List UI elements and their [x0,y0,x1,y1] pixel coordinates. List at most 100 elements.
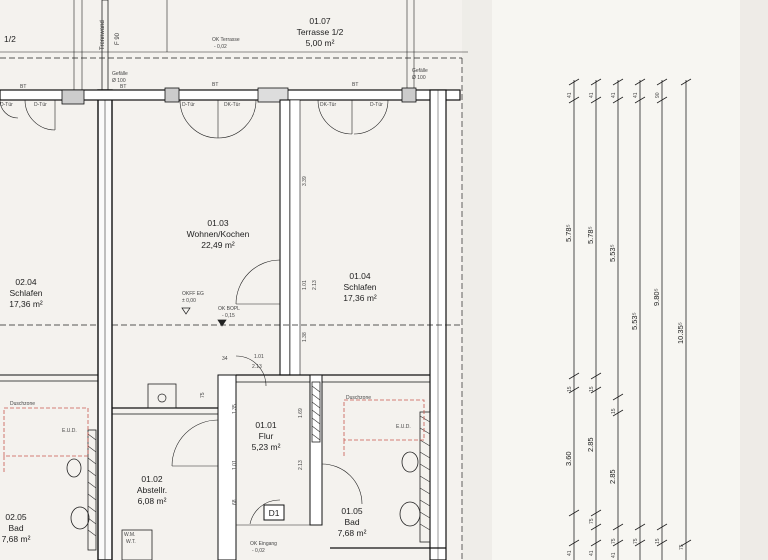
ok-bopl-label: OK BOPL [218,306,240,312]
room-0105-name: Bad [344,517,359,527]
dim-c1-bottom: 41 [567,550,573,556]
level-markers: OKFF EG ± 0,00 OK BOPL - 0,15 OK Eingang… [10,291,411,554]
room-0102-number: 01.02 [141,474,163,484]
dim-c3-mid2: 15 [611,408,617,414]
dim-c2-b2: 41 [589,550,595,556]
room-0104-area: 17,36 m² [343,293,377,303]
wt-label: W.T. [126,539,136,545]
room-0105-area: 7,68 m² [338,528,367,538]
ok-terrasse-val: - 0,02 [214,44,227,50]
dim-c2-mid2: 15 [589,386,595,392]
wall-dim-138: 1.38 [302,332,308,342]
duschzone-right: Duschzone [346,395,371,401]
wall-dim-213b: 2.13 [252,364,262,370]
dim-c3-top: 41 [611,92,617,98]
dim-c3-bottom: 75 [611,538,617,544]
room-0205-number: 02.05 [5,512,27,522]
wall-dim-169: 1.69 [298,408,304,418]
okff-eg-val: ± 0,00 [182,298,196,304]
room-0101-name: Flur [259,431,274,441]
ok-terrasse-label: OK Terrasse [212,37,240,43]
room-0103-name: Wohnen/Kochen [187,229,250,239]
wall-dim-101a: 1.01 [302,280,308,290]
eud-right: E.U.D. [396,424,411,430]
gefaelle-right-val: Ø 100 [412,75,426,81]
dim-c1-mid2: 15 [567,386,573,392]
paper-right [470,0,768,560]
f90-label: F 90 [115,32,121,45]
dim-c2-mid: 5.78⁵ [586,226,595,244]
wall-dim-34: 34 [222,356,228,362]
wall-dim-101b: 1.01 [254,354,264,360]
room-0205-area: 7,68 m² [2,534,31,544]
room-labels: 1/2 01.07 Terrasse 1/2 5,00 m² 01.03 Woh… [2,16,377,544]
room-0103-number: 01.03 [207,218,229,228]
d-tuer-label-4: D-Tür [370,102,383,108]
hatching [87,385,431,537]
terrace-area [0,0,468,560]
ok-eingang-label: OK Eingang [250,541,277,547]
room-0204-area: 17,36 m² [9,299,43,309]
edge-shade [740,0,768,560]
dk-tuer-label-2: DK-Tür [320,102,336,108]
dim-c2-lower: 2.85 [586,437,595,452]
wall-dimensions: 3.39 1.01 2.13 1.38 34 1.01 2.13 75 1.35… [200,176,318,505]
room-0204-number: 02.04 [15,277,37,287]
wall-dim-135: 1.35 [232,404,238,414]
duschzone-left: Duschzone [10,401,35,407]
wall-dim-339: 3.39 [302,176,308,186]
wall-dim-101c: 1.01 [232,460,238,470]
bt-label-2: BT [120,84,126,90]
room-0105-number: 01.05 [341,506,363,516]
dim-c1-top: 41 [567,92,573,98]
room-0204-name: Schlafen [9,288,42,298]
trennwand-label: Trennwand [100,20,106,50]
room-0102-area: 6,08 m² [138,496,167,506]
dim-c2-bottom: 75 [589,518,595,524]
dim-c2-top: 41 [589,92,595,98]
wall-dim-213a: 2.13 [312,280,318,290]
terrace-doors [0,99,389,139]
dim-c4-bottom: 75 [633,538,639,544]
eud-left: E.U.D. [62,428,77,434]
dim-c3-mid: 5.53⁵ [608,244,617,262]
dim-c6-bottom: 75 [679,544,685,550]
okff-eg-label: OKFF EG [182,291,204,297]
bt-label-1: BT [20,84,26,90]
d-tuer-label-1: D-Tür [0,102,13,108]
dim-c4-top: 41 [633,92,639,98]
room-0205-name: Bad [8,523,23,533]
room-0107-name: Terrasse 1/2 [297,27,344,37]
fold-shade [462,0,492,560]
bt-label-3: BT [212,82,218,88]
room-0102-name: Abstellr. [137,485,167,495]
dim-c4-mid: 5.53⁵ [630,312,639,330]
dim-c3-b2: 41 [611,552,617,558]
interior-walls [0,99,460,560]
terrasse-left-fragment: 1/2 [4,34,16,44]
dim-c6-mid: 10.35⁵ [676,322,685,344]
room-0103-area: 22,49 m² [201,240,235,250]
dim-c5-mid: 9.80⁵ [652,288,661,306]
wall-dim-75: 75 [200,392,206,398]
d-tuer-label-2: D-Tür [34,102,47,108]
dim-c5-bottom: 15 [655,538,661,544]
dim-c5-top: 90 [655,92,661,98]
dim-c3-lower: 2.85 [608,469,617,484]
sanitary-fixtures [3,383,425,530]
ok-eingang-val: - 0,02 [252,548,265,554]
room-0107-number: 01.07 [309,16,331,26]
d1-label: D1 [269,508,280,518]
room-0101-number: 01.01 [255,420,277,430]
wall-dim-68: 68 [232,499,238,505]
dk-tuer-label-1: DK-Tür [224,102,240,108]
room-0104-name: Schlafen [343,282,376,292]
wm-label: W.M. [124,532,135,538]
gefaelle-left: Gefälle [112,71,128,77]
gefaelle-left-val: Ø 100 [112,78,126,84]
wall-dim-213c: 2.13 [298,460,304,470]
room-0101-area: 5,23 m² [252,442,281,452]
room-0107-area: 5,00 m² [306,38,335,48]
ok-bopl-val: - 0,15 [222,313,235,319]
